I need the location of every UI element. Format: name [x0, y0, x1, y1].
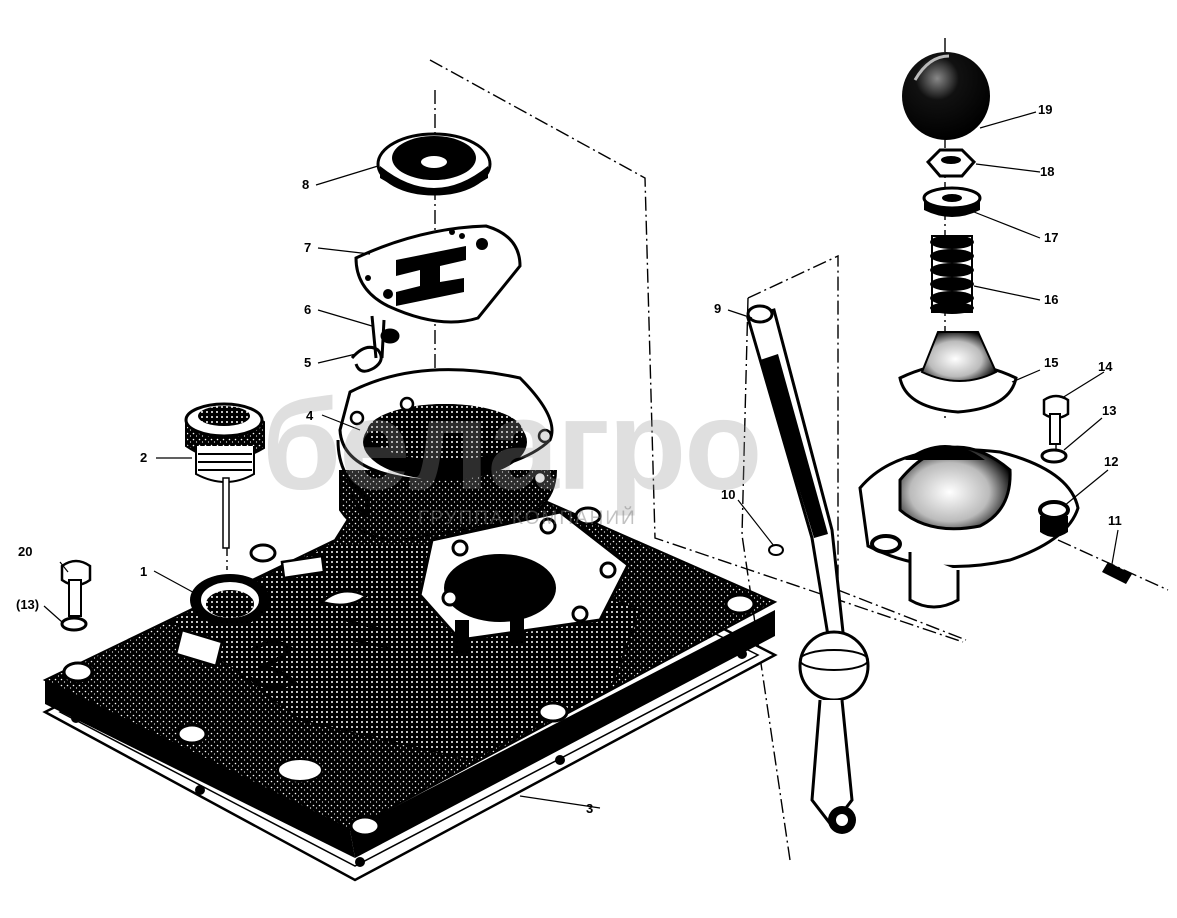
callout-8: 8 [302, 177, 310, 192]
callout-17: 17 [1044, 230, 1059, 245]
retaining-spring-clip [350, 315, 400, 373]
callout-7: 7 [304, 240, 312, 255]
callout-14: 14 [1098, 359, 1113, 374]
callout-12: 12 [1104, 454, 1119, 469]
shift-gate-plate [354, 224, 522, 324]
set-screw [1102, 562, 1132, 584]
callout-11: 11 [1108, 513, 1122, 528]
gearbox-cover-housing [42, 466, 778, 858]
lever-ball-housing [858, 445, 1080, 609]
lever-pin [768, 544, 784, 556]
callout-16: 16 [1044, 292, 1059, 307]
callout-5: 5 [304, 355, 312, 370]
shift-tower-gasket [336, 368, 554, 519]
dust-cover-cone [898, 331, 1018, 414]
callout-4: 4 [306, 408, 314, 423]
bore-plug [190, 574, 270, 626]
watermark-tagline: ГРУППА КОМПАНИЙ [418, 508, 637, 529]
callout-15: 15 [1044, 355, 1059, 370]
lock-nut [925, 148, 977, 178]
spring-washer [922, 186, 982, 217]
callout-13-paren: (13) [16, 597, 40, 612]
callout-leaders [43, 111, 1119, 809]
callout-2: 2 [140, 450, 148, 465]
mounting-bolt-right [1040, 394, 1070, 464]
mounting-bolt-left [60, 559, 92, 632]
callout-6: 6 [304, 302, 312, 317]
gear-shift-lever [746, 304, 870, 834]
dust-boot-cup [376, 132, 492, 196]
callout-3: 3 [586, 801, 594, 816]
callout-10: 10 [721, 487, 736, 502]
callout-20: 20 [18, 544, 33, 559]
callout-19: 19 [1038, 102, 1053, 117]
callout-1: 1 [140, 564, 148, 579]
callout-18: 18 [1040, 164, 1055, 179]
callout-9: 9 [714, 301, 722, 316]
lever-spring [930, 235, 974, 314]
callout-13: 13 [1102, 403, 1117, 418]
lever-knob [902, 52, 990, 140]
dipstick-filler-cap [184, 402, 265, 549]
watermark-brand: белагро [262, 374, 762, 517]
